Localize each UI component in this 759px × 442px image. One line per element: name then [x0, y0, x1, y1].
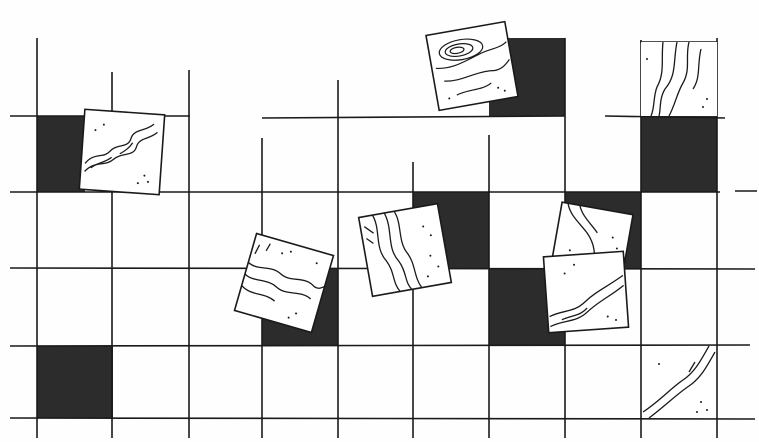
dark-cell	[37, 116, 85, 192]
river-tile-2	[426, 22, 518, 111]
river-tile-7	[543, 251, 628, 332]
dark-cell	[641, 116, 717, 192]
grid-line-horizontal	[262, 116, 565, 118]
dark-cell	[37, 346, 113, 418]
river-tile-8	[642, 346, 716, 418]
grid-line-horizontal	[10, 418, 755, 419]
river-tile-5	[359, 204, 452, 297]
river-tile-1	[79, 109, 164, 194]
grid-line-horizontal	[10, 345, 750, 346]
river-tile-3	[641, 42, 717, 116]
map-tiles-group	[79, 22, 717, 418]
